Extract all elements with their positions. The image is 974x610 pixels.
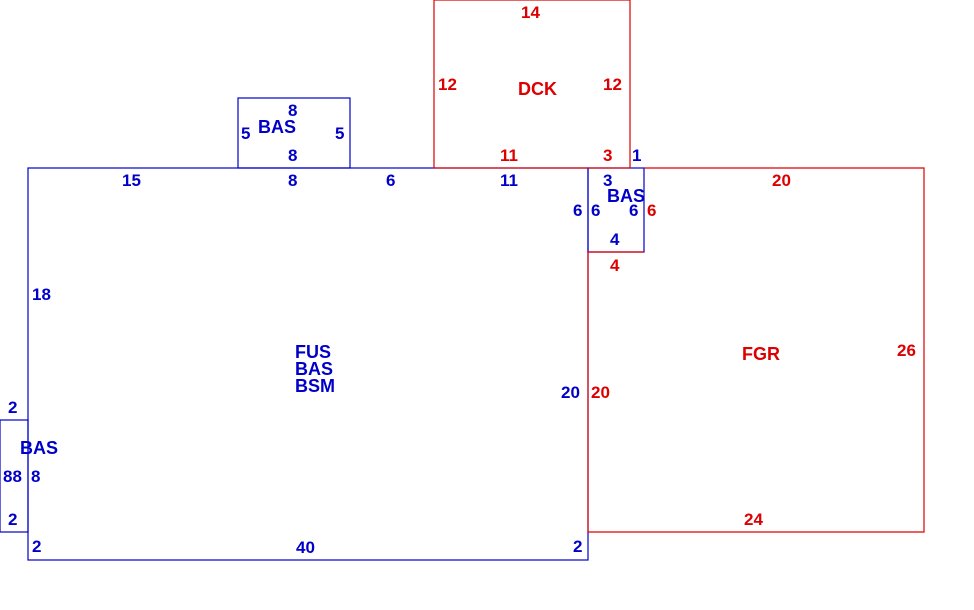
dim-deck-right: 12 bbox=[603, 75, 622, 94]
main-area-code-1: FUS bbox=[295, 342, 331, 362]
deck-code: DCK bbox=[518, 79, 557, 99]
dim-main-top-right-a: 6 bbox=[386, 171, 395, 190]
dim-garage-notch-side: 6 bbox=[647, 201, 656, 220]
dim-main-bottom-right: 2 bbox=[573, 537, 582, 556]
bump-top-outline bbox=[237, 97, 351, 169]
dim-garage-right: 26 bbox=[897, 341, 916, 360]
bump-right-code: BAS bbox=[607, 186, 645, 206]
dim-bump-top-left: 5 bbox=[241, 124, 250, 143]
dim-main-bottom-left: 2 bbox=[32, 537, 41, 556]
dim-deck-bottom-a: 11 bbox=[500, 146, 518, 165]
main-area-code-3: BSM bbox=[295, 376, 335, 396]
garage-code: FGR bbox=[742, 344, 780, 364]
dim-bump-right-bottom: 4 bbox=[610, 230, 620, 249]
dim-deck-left: 12 bbox=[438, 75, 457, 94]
dim-bump-right-right: 6 bbox=[629, 201, 638, 220]
bump-left-outline bbox=[0, 419, 29, 533]
dim-main-top-right-b: 11 bbox=[500, 171, 518, 190]
dim-bump-right-left-inner: 6 bbox=[591, 201, 600, 220]
dim-garage-left: 20 bbox=[591, 383, 610, 402]
dim-bump-top-bottom: 8 bbox=[288, 146, 297, 165]
deck-outline bbox=[433, 0, 631, 169]
dim-bump-right-left: 6 bbox=[573, 201, 582, 220]
dim-garage-notch-bottom: 4 bbox=[610, 256, 620, 275]
dim-garage-bottom: 24 bbox=[744, 510, 763, 529]
dim-main-top-right-c: 3 bbox=[603, 171, 612, 190]
dim-main-top-left: 15 bbox=[122, 171, 141, 190]
dim-main-top-mid: 8 bbox=[288, 171, 297, 190]
bump-left-code: BAS bbox=[20, 438, 58, 458]
dim-main-right: 20 bbox=[561, 383, 580, 402]
dim-deck-top: 14 bbox=[521, 3, 540, 22]
dim-bump-left-bottom: 2 bbox=[8, 510, 17, 529]
dim-bump-left-left: 88 bbox=[3, 467, 22, 486]
dim-garage-top: 20 bbox=[772, 171, 791, 190]
dim-main-bottom: 40 bbox=[296, 538, 315, 557]
dim-deck-bottom-b: 3 bbox=[603, 146, 612, 165]
main-area-code-2: BAS bbox=[295, 359, 333, 379]
dim-main-left-upper: 18 bbox=[32, 285, 51, 304]
dim-bump-right-top: 1 bbox=[632, 146, 641, 165]
dim-bump-top-right: 5 bbox=[335, 124, 344, 143]
dim-bump-left-top: 2 bbox=[8, 398, 17, 417]
garage-outline bbox=[587, 167, 925, 533]
dim-bump-left-right: 8 bbox=[31, 467, 40, 486]
dim-bump-top-top: 8 bbox=[288, 101, 297, 120]
bump-top-code: BAS bbox=[258, 117, 296, 137]
